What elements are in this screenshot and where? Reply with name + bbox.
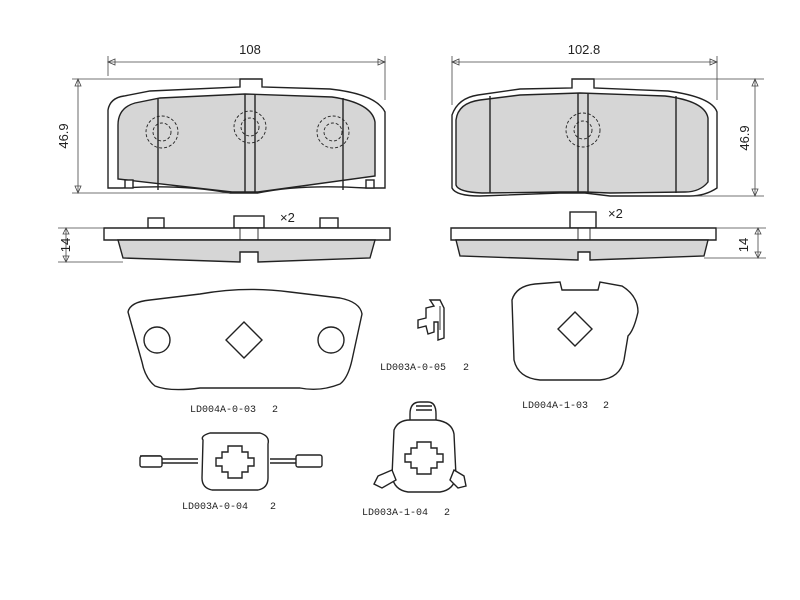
spring-right-body: [391, 419, 457, 493]
shim-left-qty: 2: [272, 405, 278, 416]
right-pad-dimensions: 102.8 46.9: [450, 42, 764, 198]
shim-ld004a-0-03: LD004A-0-03 2: [127, 288, 363, 416]
shim-left-hole-1: [143, 326, 171, 354]
shim-right-code: LD004A-1-03: [522, 401, 588, 412]
left-side-pin-2: [233, 215, 265, 229]
right-brake-pad-front-view: [451, 78, 718, 197]
spring-left-arm-right: [270, 458, 300, 464]
left-pad-height-label: 46.9: [56, 123, 71, 148]
spring-right-leg-left: [373, 469, 397, 489]
shim-left-outline: [127, 288, 363, 391]
left-side-thickness-label: 14: [58, 238, 73, 252]
left-pad-friction-material: [117, 93, 376, 193]
shim-right-qty: 2: [603, 401, 609, 412]
shim-left-code: LD004A-0-03: [190, 405, 256, 416]
left-pad-hidden-pins: [145, 110, 350, 149]
right-pad-side-view: ×2: [450, 206, 717, 261]
spring-right-top-tab: [409, 401, 437, 423]
spring-left-qty: 2: [270, 502, 276, 513]
right-side-friction: [455, 239, 709, 261]
left-side-pin-1: [147, 217, 165, 229]
right-side-quantity: ×2: [608, 206, 623, 221]
spring-left-code: LD003A-0-04: [182, 502, 248, 513]
left-side-pin-3: [319, 217, 339, 229]
left-side-dimensions: 14: [58, 227, 123, 263]
right-pad-height-label: 46.9: [737, 125, 752, 150]
right-side-thickness-label: 14: [736, 238, 751, 252]
left-pad-dimensions: 108 46.9: [56, 42, 387, 195]
right-side-dimensions: 14: [704, 227, 766, 259]
right-pad-hidden-pin: [565, 112, 601, 148]
clip-small-outline: [417, 299, 445, 341]
spring-right-leg-right: [449, 468, 467, 489]
spring-left-cross: [215, 445, 255, 479]
spring-ld003a-1-04: LD003A-1-04 2: [362, 401, 467, 519]
clip-ld003a-0-05: LD003A-0-05 2: [380, 299, 469, 374]
spring-left-arm-left: [160, 458, 198, 464]
shim-left-diamond: [225, 321, 263, 359]
shim-left-hole-2: [317, 326, 345, 354]
spring-left-tip-left: [139, 455, 163, 468]
right-side-pin: [569, 211, 597, 229]
right-pad-width-label: 102.8: [568, 42, 601, 57]
spring-right-qty: 2: [444, 508, 450, 519]
right-pad-friction-material: [455, 92, 709, 194]
spring-right-code: LD003A-1-04: [362, 508, 428, 519]
spring-right-cross: [404, 441, 444, 475]
shim-ld004a-1-03: LD004A-1-03 2: [511, 281, 639, 412]
left-side-quantity: ×2: [280, 210, 295, 225]
shim-right-outline: [511, 281, 639, 381]
clip-small-code: LD003A-0-05: [380, 363, 446, 374]
spring-left-body: [201, 432, 270, 491]
shim-right-diamond: [557, 311, 593, 347]
spring-left-tip-right: [295, 454, 323, 468]
left-pad-corner-tab-right: [365, 179, 375, 189]
left-pad-side-view: ×2: [103, 210, 391, 263]
left-brake-pad-front-view: [107, 78, 386, 194]
left-side-friction: [117, 239, 376, 263]
clip-small-qty: 2: [463, 363, 469, 374]
left-side-backing: [103, 227, 391, 241]
left-pad-corner-tab-left: [124, 179, 134, 189]
left-pad-width-label: 108: [239, 42, 261, 57]
spring-ld003a-0-04: LD003A-0-04 2: [139, 432, 323, 513]
right-side-backing: [450, 227, 717, 241]
